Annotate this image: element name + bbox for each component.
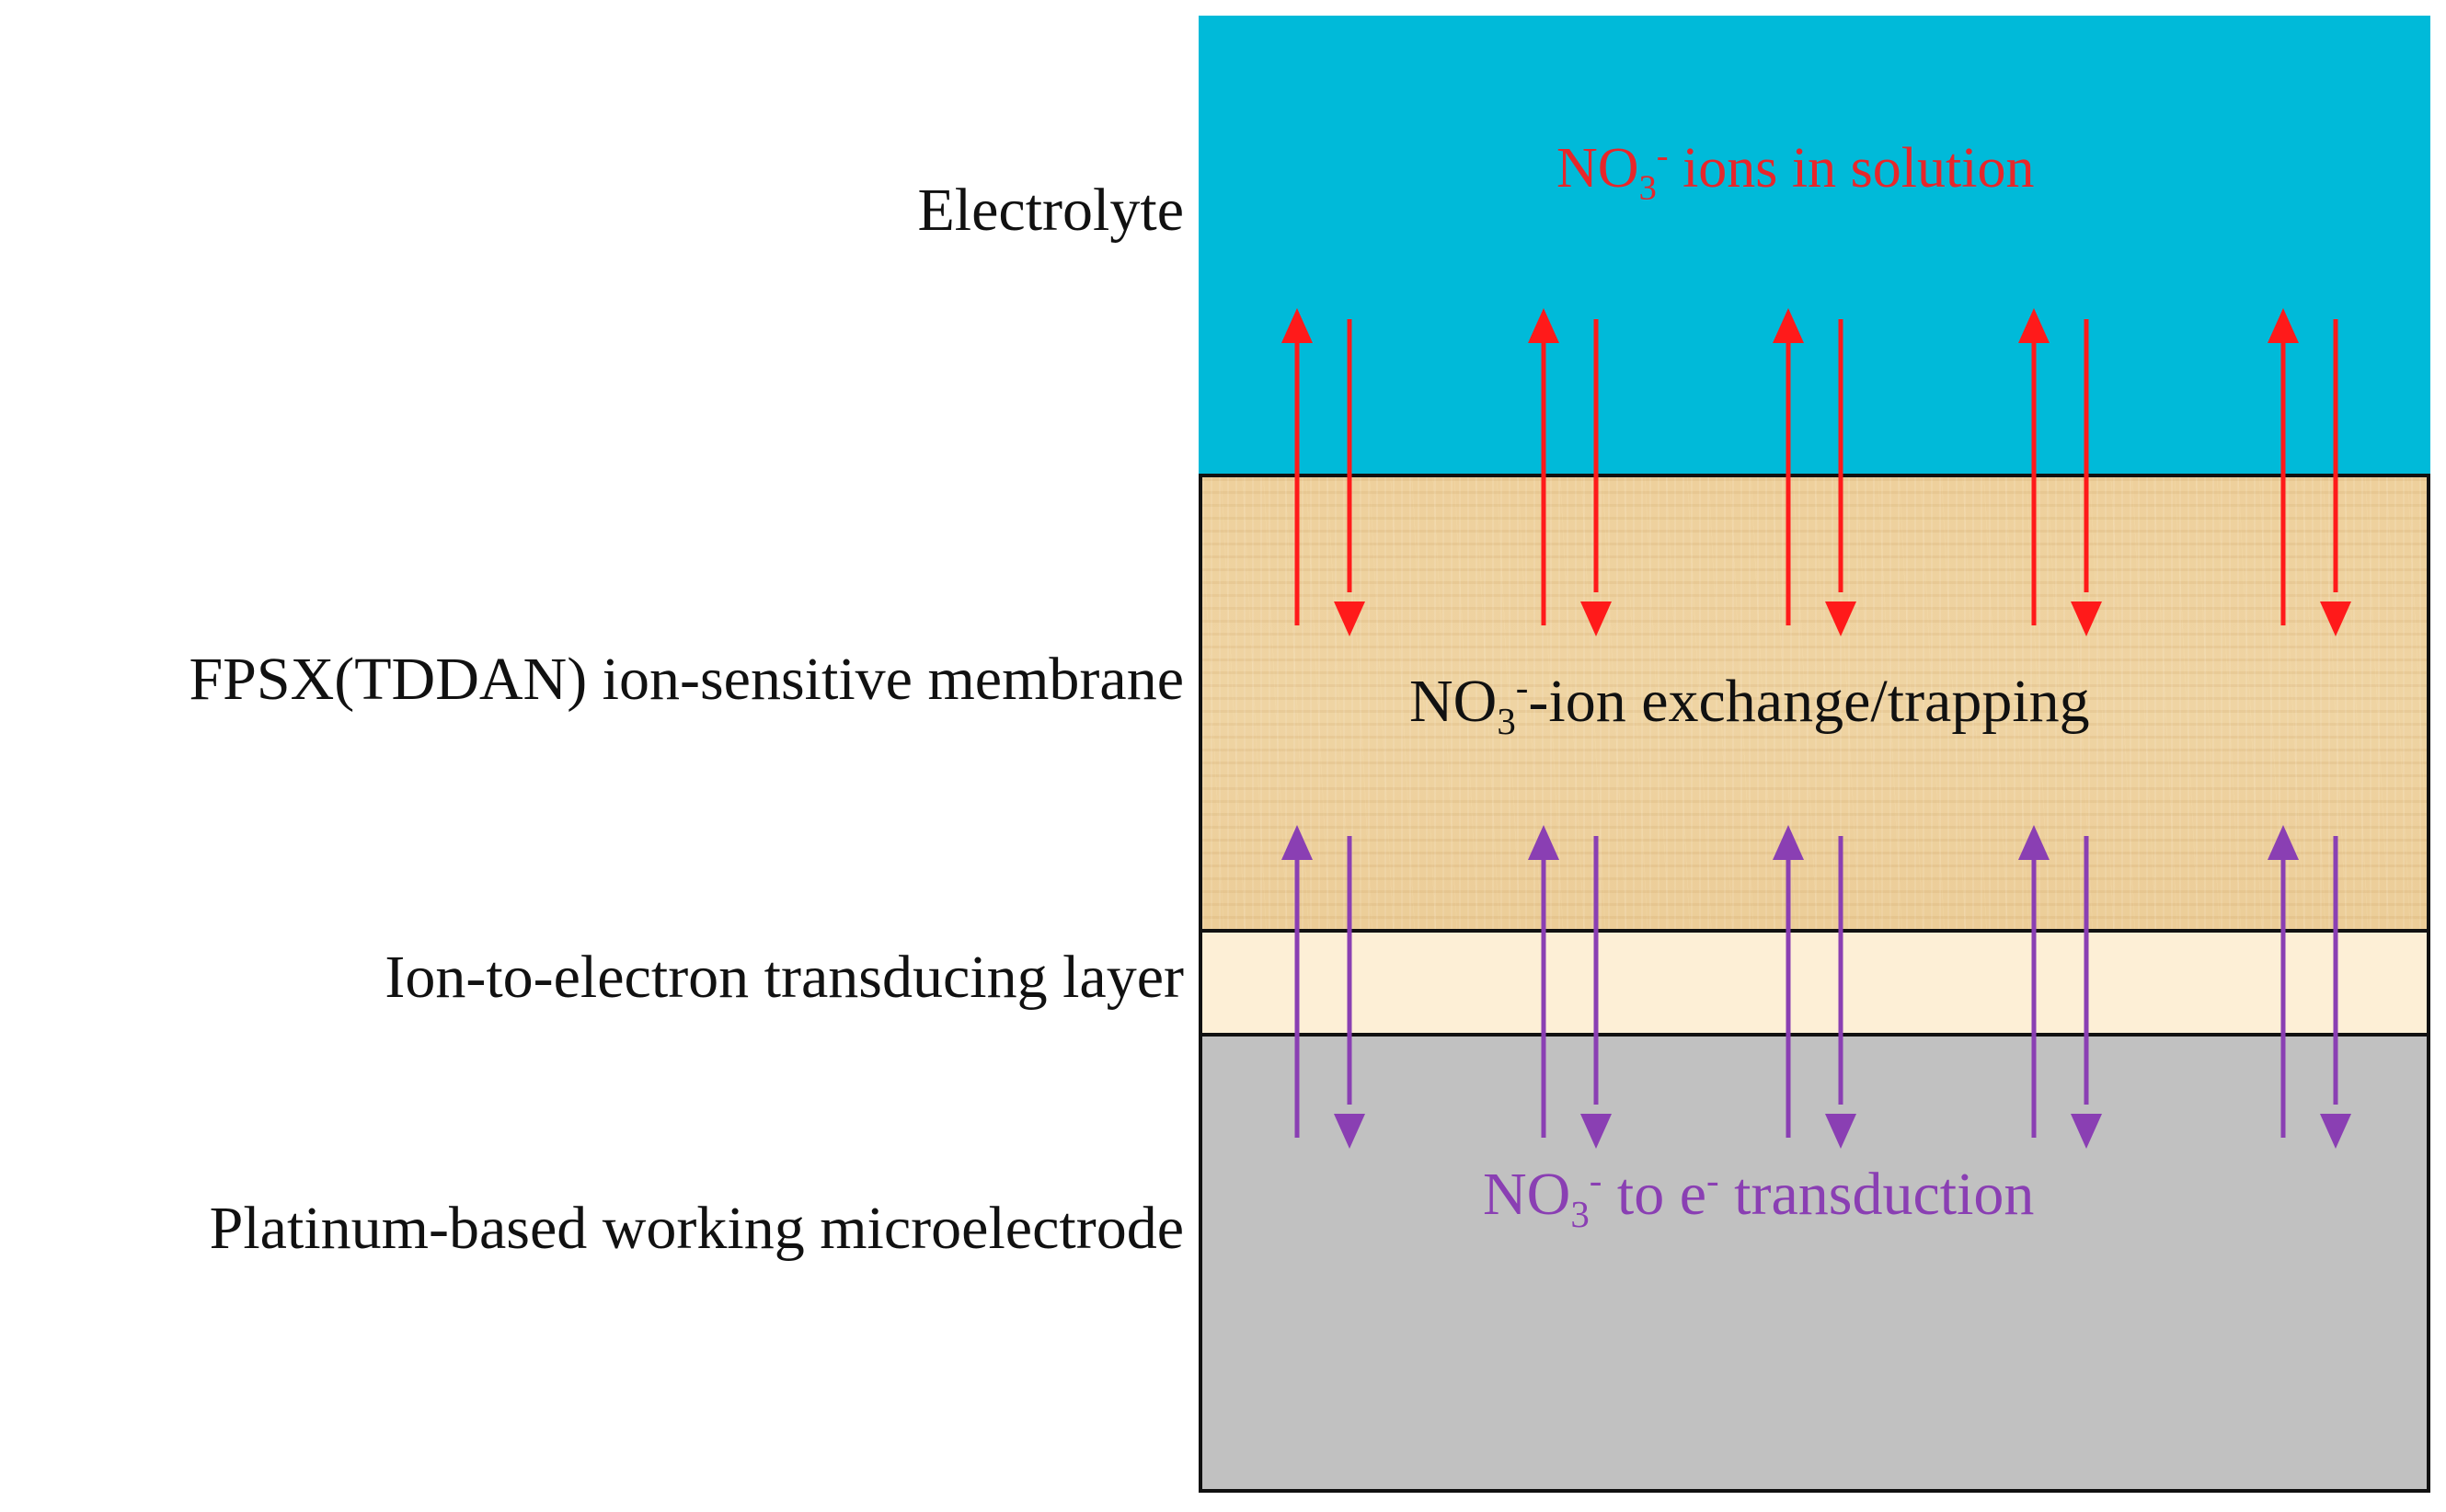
exchange-formula-sub: 3 <box>1497 701 1516 743</box>
electron-down-arrow-head <box>2320 1114 2351 1149</box>
ion-up-arrow-head <box>1773 308 1804 343</box>
transduction-formula-sub: 3 <box>1570 1194 1590 1236</box>
exchange-formula-base: NO <box>1409 668 1498 735</box>
ion-down-arrow-head <box>2320 601 2351 636</box>
electron-up-arrow-head <box>1773 825 1804 860</box>
ion-up-arrow-head <box>1528 308 1559 343</box>
transduction-text-rest: transduction <box>1718 1161 2035 1228</box>
exchange-text-rest: -ion exchange/trapping <box>1528 668 2090 735</box>
label-microelectrode: Platinum-based working microelectrode <box>209 1195 1184 1262</box>
ion-down-arrow-head <box>1825 601 1856 636</box>
solution-formula-sup: - <box>1656 136 1669 176</box>
electron-down-arrow-head <box>1334 1114 1365 1149</box>
ion-down-arrow-head <box>1334 601 1365 636</box>
electron-down-arrow-head <box>1580 1114 1612 1149</box>
ions-in-solution-text: NO3- ions in solution <box>1556 137 2035 205</box>
electron-up-arrow-head <box>1281 825 1313 860</box>
ion-down-arrow-head <box>1580 601 1612 636</box>
electron-up-arrow-head <box>2018 825 2050 860</box>
transduction-text-middle: to e <box>1602 1161 1707 1228</box>
ion-up-arrow-head <box>1281 308 1313 343</box>
membrane-layer <box>1199 474 2430 932</box>
ion-up-arrow-head <box>2018 308 2050 343</box>
electrode-layer <box>1199 1033 2430 1493</box>
transducing-layer <box>1199 929 2430 1036</box>
ion-exchange-text: NO3--ion exchange/trapping <box>1409 668 2090 740</box>
electron-up-arrow-head <box>2268 825 2299 860</box>
solution-text-rest: ions in solution <box>1668 137 2035 200</box>
label-membrane: FPSX(TDDAN) ion-sensitive membrane <box>189 646 1184 713</box>
electron-down-arrow-head <box>2071 1114 2102 1149</box>
electron-down-arrow-head <box>1825 1114 1856 1149</box>
electron-sup: - <box>1706 1160 1719 1201</box>
ion-up-arrow-head <box>2268 308 2299 343</box>
electron-up-arrow-head <box>1528 825 1559 860</box>
label-transducing-layer: Ion-to-electron transducing layer <box>385 944 1184 1011</box>
ion-down-arrow-head <box>2071 601 2102 636</box>
solution-formula-sub: 3 <box>1638 168 1657 208</box>
label-electrolyte: Electrolyte <box>917 177 1184 244</box>
exchange-formula-sup: - <box>1515 667 1529 708</box>
electrolyte-layer <box>1199 16 2430 475</box>
solution-formula-base: NO <box>1556 137 1639 200</box>
transduction-formula-sup: - <box>1589 1160 1602 1201</box>
transduction-text: NO3- to e- transduction <box>1483 1161 2035 1233</box>
transduction-formula-base: NO <box>1483 1161 1571 1228</box>
